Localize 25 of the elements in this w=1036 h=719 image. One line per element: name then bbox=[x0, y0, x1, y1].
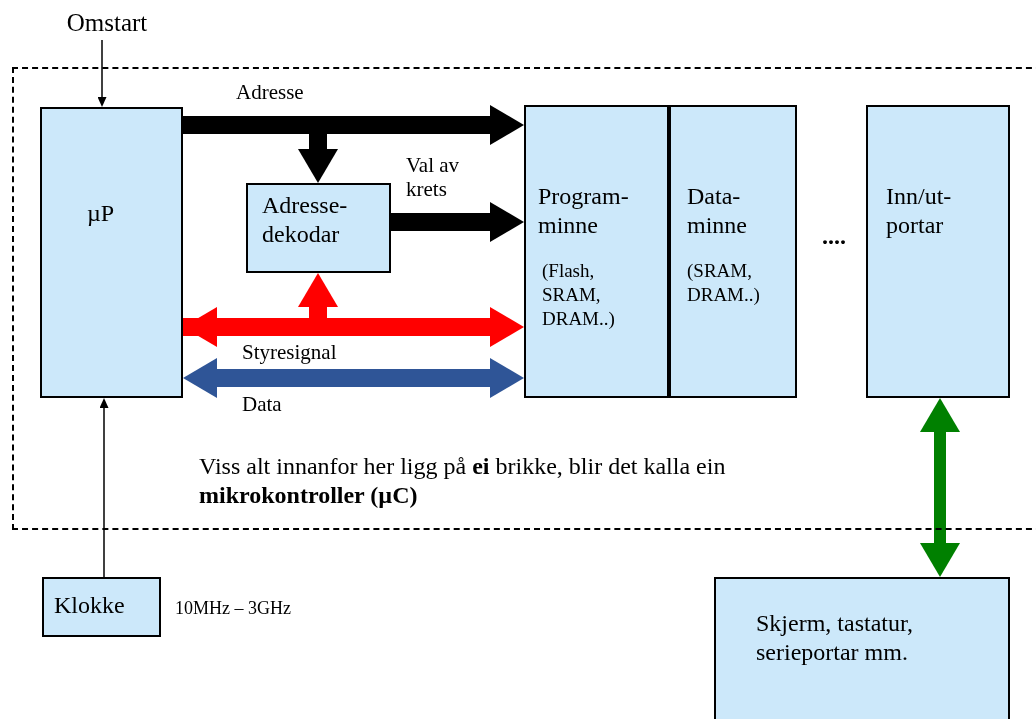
box-detail: (Flash, SRAM, DRAM..) bbox=[542, 259, 616, 331]
frequency-text: 10MHz – 3GHz bbox=[175, 597, 292, 620]
box-label: Program- minne bbox=[538, 182, 630, 240]
memory-box bbox=[669, 105, 797, 398]
memory-box bbox=[524, 105, 669, 398]
arrow bbox=[97, 39, 107, 107]
ellipsis-text: .... bbox=[822, 222, 846, 251]
peripheral-box bbox=[714, 577, 1010, 719]
processor-box bbox=[40, 107, 183, 398]
box-label: Skjerm, tastatur, serieportar mm. bbox=[756, 609, 914, 667]
bus-arrow bbox=[183, 358, 524, 398]
note-text: Viss alt innanfor her ligg på ei brikke, blir det kalla ein mikrokontroller (µC) bbox=[199, 452, 727, 510]
box-label: Data- minne bbox=[687, 182, 748, 240]
arrow bbox=[99, 398, 109, 578]
clock-box bbox=[42, 577, 161, 637]
reset-text: Omstart bbox=[52, 6, 162, 40]
box-label: Adresse- dekodar bbox=[262, 191, 349, 249]
bus-arrow bbox=[920, 398, 960, 577]
port-box bbox=[866, 105, 1010, 398]
box-label: Inn/ut- portar bbox=[886, 182, 953, 240]
bus-arrow bbox=[391, 202, 524, 242]
decoder-box bbox=[246, 183, 391, 273]
box-label: Klokke bbox=[54, 591, 126, 620]
box-detail: (SRAM, DRAM..) bbox=[687, 259, 761, 307]
box-label: µP bbox=[87, 199, 116, 228]
